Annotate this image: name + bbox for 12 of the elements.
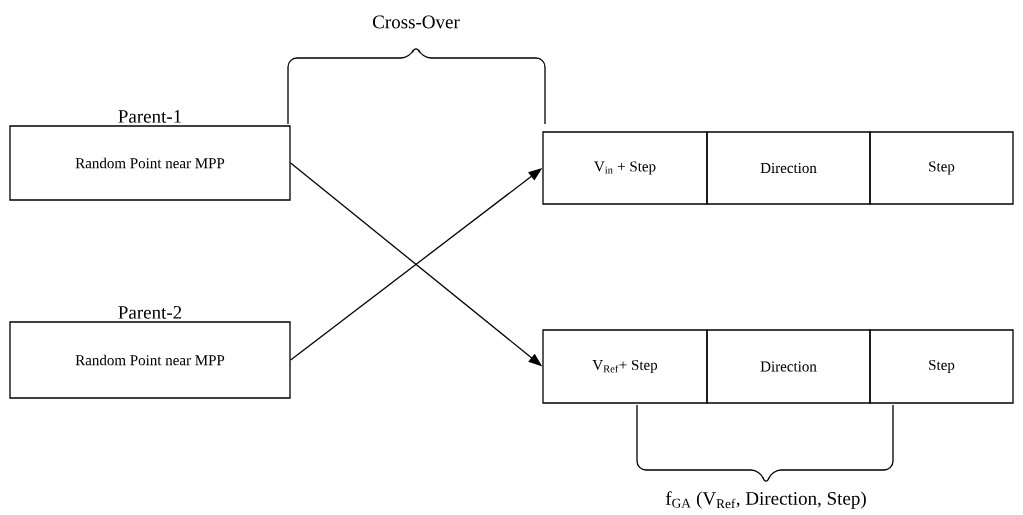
labeled-box: Parent-2 Random Point near MPP <box>9 306 291 399</box>
brace-label: f$_{GA}$ (V$_{Ref}$, Direction, Step) <box>665 491 866 509</box>
node-label: Parent-1 <box>118 110 182 123</box>
cell: Direction <box>706 329 871 404</box>
cell: Step <box>869 329 1014 404</box>
cell: V$_{in}$ + Step <box>542 131 708 205</box>
cell: Step <box>869 131 1014 205</box>
labeled-box: Parent-1 Random Point near MPP <box>9 110 291 201</box>
cell: V$_{Ref}$+ Step <box>542 329 708 404</box>
brace-label: Cross-Over <box>373 15 460 29</box>
cell: Direction <box>706 131 871 205</box>
node-label: Parent-2 <box>118 306 182 319</box>
